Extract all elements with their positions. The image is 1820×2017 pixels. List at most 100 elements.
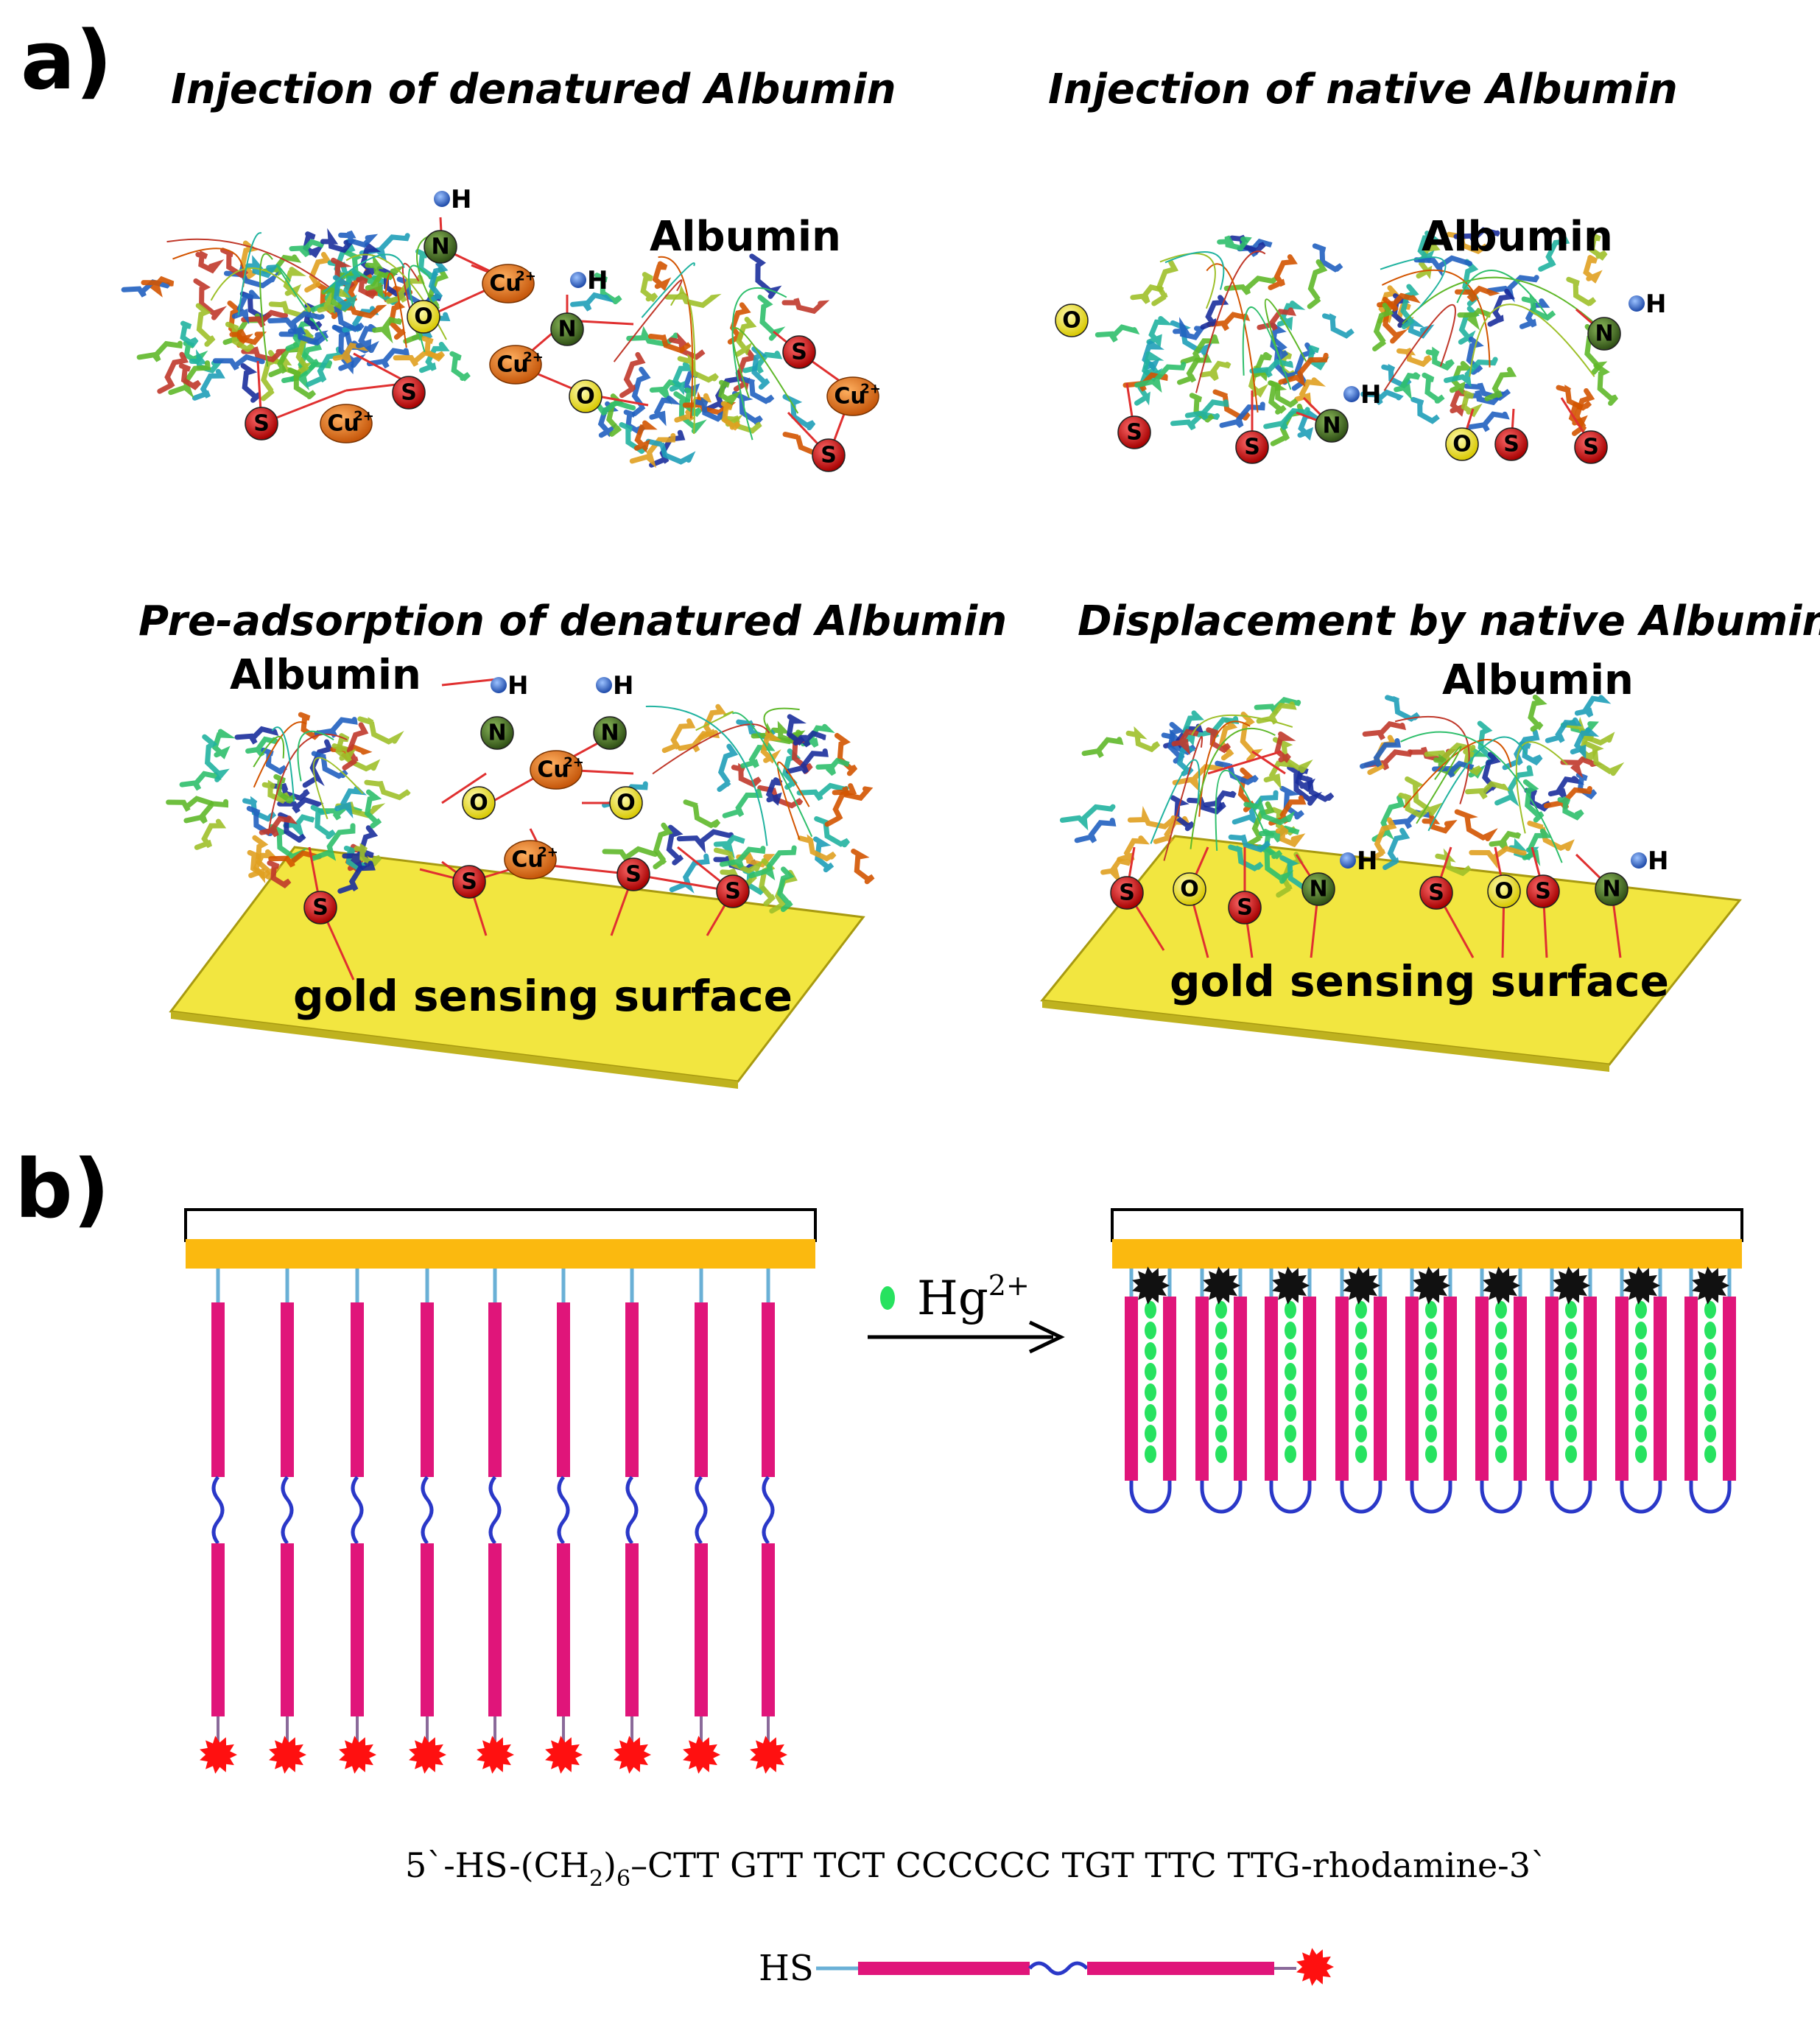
oxygen-atom: O: [407, 300, 440, 334]
legend-strand: [816, 1948, 1334, 1986]
hg-ion: [1355, 1383, 1367, 1401]
gold-surface-left: [169, 846, 865, 1083]
hydrogen-atom: H: [1628, 290, 1666, 319]
oxygen-atom: O: [462, 786, 496, 820]
copper-ion: Cu2+: [530, 750, 584, 790]
hydrogen-symbol: H: [1648, 846, 1668, 876]
hg-ion: [1215, 1363, 1227, 1381]
open-probe: [409, 1269, 446, 1774]
sulfur-atom: S: [1235, 430, 1269, 464]
hg-ion: [1355, 1445, 1367, 1463]
sulfur-atom: S: [1419, 876, 1453, 910]
copper-charge: 2+: [538, 845, 558, 860]
albumin-label-3: Albumin: [230, 651, 421, 699]
loop-segment: [557, 1476, 570, 1545]
atom-symbol: S: [821, 443, 837, 469]
open-probe: [614, 1269, 651, 1774]
oxygen-atom: O: [569, 379, 602, 413]
hg-ion: [1704, 1363, 1716, 1381]
hydrogen-atom: H: [596, 671, 633, 701]
open-probe: [477, 1269, 514, 1774]
open-probe: [339, 1269, 376, 1774]
sulfur-atom: S: [1117, 415, 1151, 449]
atom-symbol: S: [461, 869, 477, 895]
hg-ion: [1635, 1383, 1647, 1401]
sulfur-atom: S: [782, 335, 816, 369]
atom-symbol: N: [1602, 877, 1620, 902]
copper-ion: Cu2+: [826, 376, 881, 416]
hg-ion: [1145, 1425, 1156, 1442]
rhodamine-fluorophore: [1296, 1948, 1334, 1986]
hg-ion-label: Hg2+: [917, 1269, 1030, 1326]
copper-charge: 2+: [523, 350, 544, 365]
atom-symbol: O: [576, 384, 595, 410]
bond-line: [1251, 750, 1286, 775]
loop-segment: [211, 1476, 225, 1545]
hg-ion: [1355, 1301, 1367, 1319]
bond-line: [353, 352, 410, 385]
hydrogen-atom: H: [434, 185, 471, 214]
hg-ion: [1425, 1322, 1437, 1339]
atom-symbol: S: [1119, 880, 1135, 906]
hydrogen-atom: H: [491, 671, 528, 701]
hairpin-loop: [1340, 1481, 1382, 1514]
copper-symbol: Cu: [537, 757, 569, 783]
oxygen-atom: O: [1487, 874, 1521, 908]
hairpin-probe: [1475, 1266, 1527, 1514]
sulfur-atom: S: [452, 865, 486, 899]
atom-symbol: S: [1126, 420, 1142, 446]
nitrogen-atom: N: [424, 230, 457, 264]
sulfur-atom: S: [716, 874, 750, 908]
hydrogen-symbol: H: [507, 671, 528, 701]
hg-ion: [1215, 1322, 1227, 1339]
hydrogen-atom: H: [1340, 846, 1377, 876]
hairpin-probe: [1405, 1266, 1457, 1514]
atom-symbol: O: [414, 304, 433, 330]
rhodamine-fluorophore: [683, 1736, 720, 1774]
loop-segment: [421, 1476, 434, 1545]
atom-symbol: S: [1503, 432, 1519, 457]
bond-line: [1207, 750, 1282, 775]
rhodamine-fluorophore: [750, 1736, 787, 1774]
atom-symbol: N: [1595, 321, 1613, 347]
hairpin-probe: [1684, 1266, 1736, 1514]
sulfur-atom: S: [616, 857, 650, 891]
atom-symbol: S: [625, 862, 642, 888]
hg-ion: [1495, 1445, 1507, 1463]
copper-symbol: Cu: [489, 271, 521, 297]
electrode-frame-left: [184, 1208, 817, 1242]
title-injection-native: Injection of native Albumin: [1048, 66, 1678, 113]
hydrogen-symbol: H: [1357, 846, 1377, 876]
copper-ion: Cu2+: [320, 404, 374, 443]
hg-ion: [1635, 1425, 1647, 1442]
hairpin-loop: [1129, 1481, 1172, 1514]
title-injection-denatured: Injection of denatured Albumin: [171, 66, 896, 113]
hg-ion: [1565, 1342, 1577, 1360]
oxygen-atom: O: [1055, 304, 1089, 337]
hg-ion: [1565, 1301, 1577, 1319]
hg-ion: [1565, 1322, 1577, 1339]
atom-symbol: S: [791, 340, 807, 365]
hg-ion: [1495, 1301, 1507, 1319]
hg-ion: [1145, 1404, 1156, 1422]
loop-segment: [625, 1476, 639, 1545]
albumin-protein: [1059, 697, 1335, 898]
hg-ion: [1285, 1301, 1296, 1319]
open-probe: [683, 1269, 720, 1774]
hg-ion: [1285, 1383, 1296, 1401]
rhodamine-fluorophore: [545, 1736, 583, 1774]
quenched-fluorophore: [1553, 1266, 1590, 1305]
hairpin-probe: [1615, 1266, 1667, 1514]
atom-symbol: S: [1237, 895, 1253, 921]
sulfur-atom: S: [1494, 427, 1528, 461]
hairpin-probe: [1265, 1266, 1316, 1514]
hg-ion: [1285, 1322, 1296, 1339]
hg-ion: [1215, 1301, 1227, 1319]
quenched-fluorophore: [1203, 1266, 1240, 1305]
atom-symbol: N: [600, 720, 619, 746]
legend-hs-label: HS: [759, 1948, 814, 1989]
hg-ion: [1565, 1404, 1577, 1422]
copper-symbol: Cu: [834, 384, 865, 410]
bond-line: [441, 772, 487, 804]
